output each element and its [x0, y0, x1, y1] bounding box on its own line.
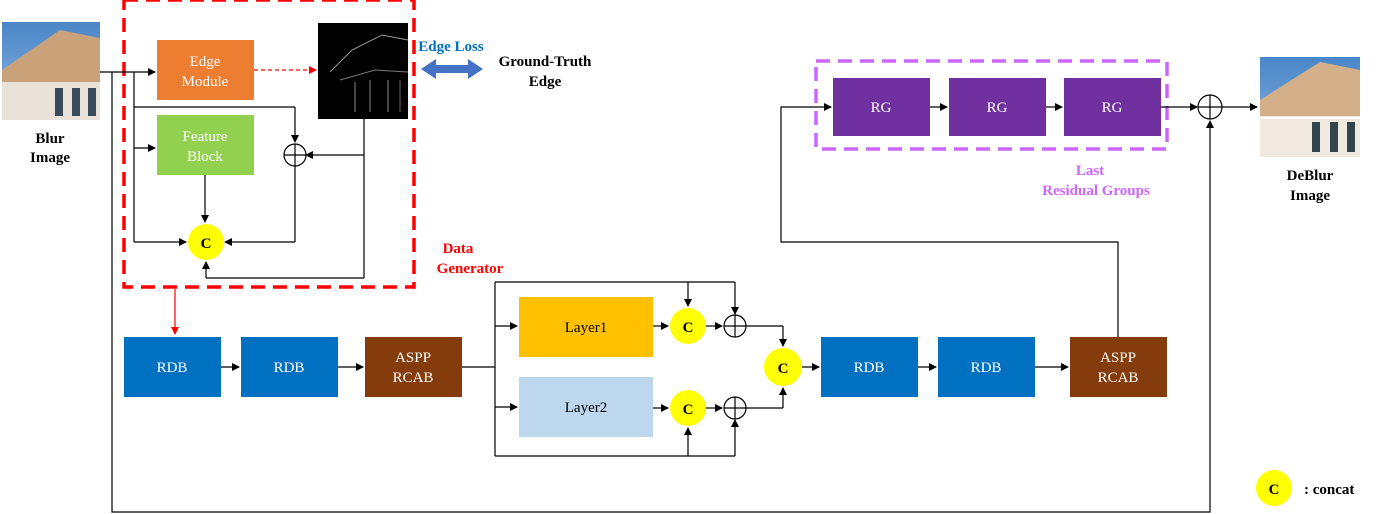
rg-label-2: RG [987, 100, 1008, 116]
residual-groups-label-2: Residual Groups [1042, 183, 1150, 199]
ground-truth-edge-label-2: Edge [529, 74, 562, 90]
merge-concat-symbol: C [778, 361, 789, 377]
layer1-concat-icon [670, 308, 706, 344]
data-generator-concat-symbol: C [201, 236, 212, 252]
deblur-image-label: DeBlur [1287, 168, 1334, 184]
layer2-sum-icon [723, 396, 747, 420]
layer1-sum-icon [723, 314, 747, 338]
rg-box-3 [1064, 78, 1161, 136]
rdb-label-3: RDB [854, 360, 885, 376]
layer1-concat-symbol: C [683, 320, 694, 336]
edge-module-label: Edge [190, 54, 221, 70]
feature-block-label: Feature [183, 129, 228, 145]
aspp-rcab-label-1b: RCAB [393, 370, 434, 386]
deblur-image-thumbnail [1260, 57, 1360, 157]
legend-concat-icon [1256, 470, 1292, 506]
feature-block-label-2: Block [187, 149, 223, 165]
residual-groups-label: Last [1076, 163, 1104, 179]
layer2-concat-icon [670, 390, 706, 426]
rg-label-3: RG [1102, 100, 1123, 116]
legend-concat-text: : concat [1304, 482, 1354, 498]
edge-loss-label: Edge Loss [418, 39, 484, 55]
data-generator-concat-icon [188, 224, 224, 260]
edge-loss-double-arrow [421, 59, 483, 79]
feature-block-box [157, 115, 254, 175]
data-generator-sum-icon [283, 143, 307, 167]
blur-image-label-2: Image [30, 150, 70, 166]
aspp-to-rg-arrow [780, 103, 1119, 337]
aspp-rcab-label-2: ASPP [1100, 350, 1136, 366]
rdb-label-2: RDB [274, 360, 305, 376]
data-generator-label-2: Generator [437, 261, 504, 277]
aspp-rcab-box-1 [365, 337, 462, 397]
merge-concat-icon [764, 348, 802, 386]
deblur-image-label-2: Image [1290, 188, 1330, 204]
edge-module-label-2: Module [182, 74, 229, 90]
rg-box-2 [949, 78, 1046, 136]
rg-box-1 [833, 78, 930, 136]
ground-truth-edge-label: Ground-Truth [499, 54, 592, 70]
rg-label-1: RG [871, 100, 892, 116]
layer2-box [519, 377, 653, 437]
rdb-box-3 [821, 337, 918, 397]
aspp-rcab-label-2b: RCAB [1098, 370, 1139, 386]
rdb-label-4: RDB [971, 360, 1002, 376]
rdb-box-2 [241, 337, 338, 397]
legend-concat-symbol: C [1269, 482, 1280, 498]
data-generator-label: Data [443, 241, 474, 257]
rdb-box-4 [938, 337, 1035, 397]
aspp-rcab-label-1: ASPP [395, 350, 431, 366]
aspp-rcab-box-2 [1070, 337, 1167, 397]
layer2-label: Layer2 [565, 400, 607, 416]
blur-image-label: Blur [35, 131, 65, 147]
edge-map-thumbnail [318, 23, 409, 119]
blur-image-thumbnail [2, 22, 100, 120]
layer1-box [519, 297, 653, 357]
edge-module-box [157, 40, 254, 100]
rdb-label-1: RDB [157, 360, 188, 376]
rdb-box-1 [124, 337, 221, 397]
layer1-label: Layer1 [565, 320, 607, 336]
layer2-concat-symbol: C [683, 402, 694, 418]
final-sum-icon [1197, 94, 1223, 120]
global-skip-arrow [111, 72, 1214, 513]
